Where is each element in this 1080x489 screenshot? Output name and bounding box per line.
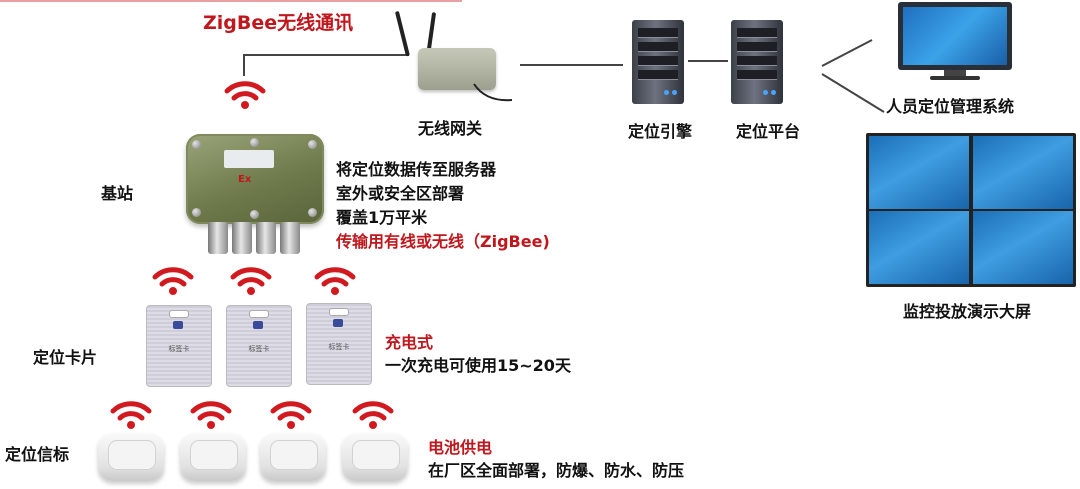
top-divider [0,0,462,2]
cable-gland [232,222,252,254]
monitor-icon [898,2,1012,70]
tag-card-text: 标签卡 [328,343,350,351]
base-station-enclosure: Ex [186,134,324,224]
wifi-icon [352,401,394,429]
connector-title-base [243,54,245,76]
server-label-engine: 定位引擎 [628,122,693,141]
beacon-device [180,433,246,481]
beacons-note: 在厂区全面部署，防爆、防水、防压 [428,461,685,480]
server-icon-engine [632,20,684,104]
gateway-body [418,48,496,90]
tags-note: 一次充电可使用15~20天 [385,356,571,375]
cable-icon [473,83,513,102]
monitor-base [930,76,980,80]
server-icon-platform [731,20,783,104]
connector-server-management [821,39,885,113]
server-label-platform: 定位平台 [736,122,801,141]
tags-label: 定位卡片 [33,348,98,367]
tag-card: 标签卡 [306,303,372,385]
cable-gland [280,222,300,254]
tag-card-text: 标签卡 [248,345,270,353]
tags-note-red: 充电式 [385,333,434,352]
wireless-gateway [394,10,516,102]
wifi-icon [224,81,266,109]
wifi-icon [152,267,194,295]
cable-gland [208,222,228,254]
beacon-device [98,433,164,481]
wifi-icon [110,401,152,429]
base-station-note-3: 覆盖1万平米 [336,208,428,227]
cable-gland [256,222,276,254]
beacons-note-red: 电池供电 [428,438,493,457]
tag-card-text: 标签卡 [168,345,190,353]
base-station-note-1: 将定位数据传至服务器 [336,160,497,179]
management-label: 人员定位管理系统 [886,97,1015,116]
connector-gateway-server [520,64,623,66]
tag-card: 标签卡 [146,305,212,387]
ex-mark: Ex [238,174,252,185]
gateway-label: 无线网关 [418,119,483,138]
base-station-nameplate [224,150,274,168]
display-wall-label: 监控投放演示大屏 [903,302,1032,321]
base-station-label: 基站 [101,184,134,203]
monitor-stand [944,70,966,76]
wifi-icon [314,267,356,295]
base-station: Ex [180,130,330,260]
connector-server-server [688,60,728,62]
diagram-title: ZigBee无线通讯 [203,12,354,34]
base-station-note-2: 室外或安全区部署 [336,184,465,203]
beacon-device [260,433,326,481]
antenna-icon [394,10,410,57]
connector-title-gateway [243,54,409,56]
wifi-icon [190,401,232,429]
base-station-note-red: 传输用有线或无线（ZigBee) [336,232,550,251]
video-wall-icon [866,133,1076,287]
beacon-device [342,433,408,481]
wifi-icon [270,401,312,429]
tag-card: 标签卡 [226,305,292,387]
wifi-icon [230,267,272,295]
beacons-label: 定位信标 [5,445,70,464]
